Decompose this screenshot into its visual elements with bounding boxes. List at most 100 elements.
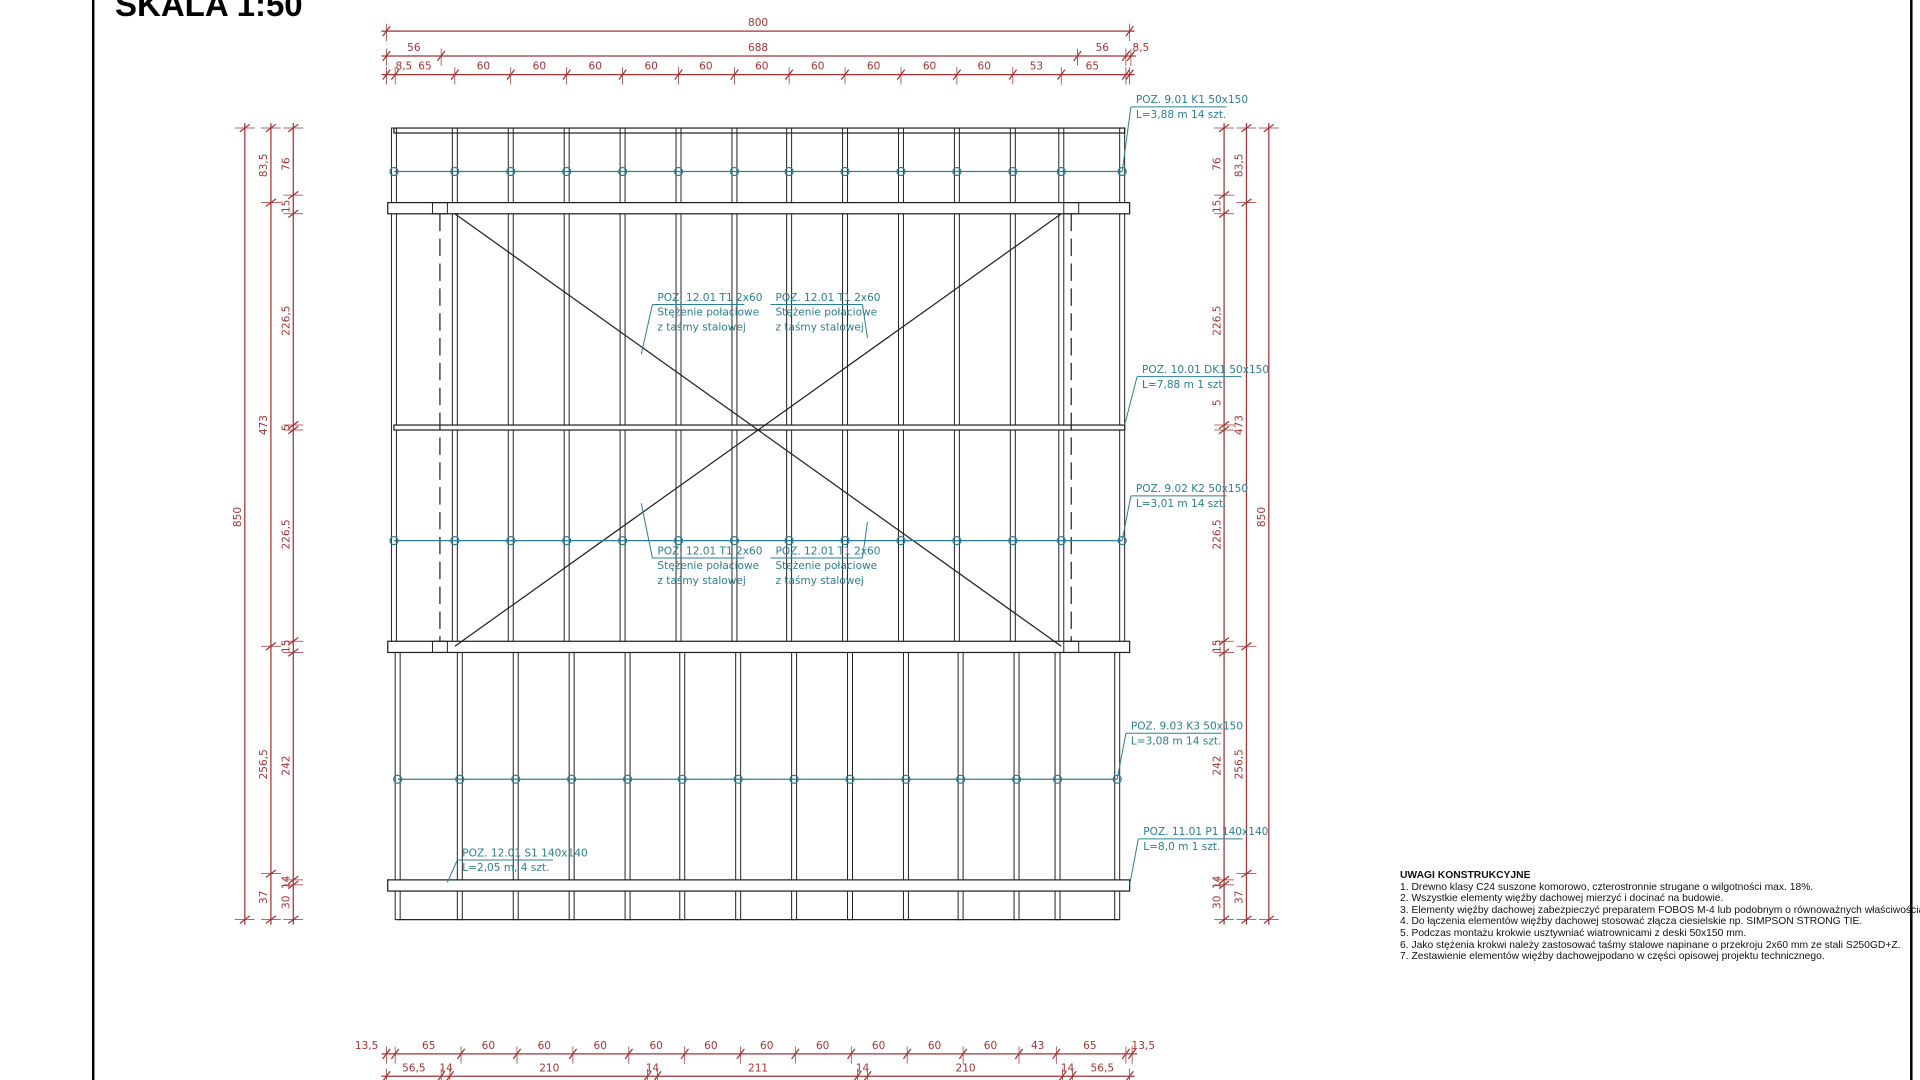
- connection-point: [450, 536, 460, 546]
- connection-point: [1112, 774, 1122, 784]
- connection-point: [567, 774, 577, 784]
- dimension-label: 256,5: [258, 749, 270, 779]
- notes-heading: UWAGI KONSTRUKCYJNE: [1400, 870, 1531, 881]
- dimension-label: 56: [407, 42, 421, 54]
- dimension-label: 60: [589, 61, 603, 73]
- connection-point: [562, 536, 572, 546]
- label-leader: [446, 859, 458, 883]
- beam: [387, 640, 1131, 654]
- beam: [387, 201, 1131, 215]
- dimension-label: 15: [1211, 200, 1223, 213]
- dimension-label: 242: [281, 755, 293, 775]
- dimension-label: 60: [867, 61, 881, 73]
- post: [1063, 640, 1080, 653]
- dimension-label: 14: [1211, 875, 1223, 889]
- dimension-label: 13,5: [355, 1040, 378, 1052]
- connection-point: [1056, 166, 1066, 177]
- scale-title: SKALA 1:50: [115, 0, 303, 23]
- connection-point: [729, 536, 740, 546]
- label-leader: [640, 304, 653, 355]
- dimension-label: 210: [539, 1062, 559, 1074]
- beam: [387, 879, 1131, 892]
- dimension-label: 14: [1061, 1062, 1075, 1074]
- dimension-label: 53: [1030, 61, 1043, 73]
- dimension-label: 76: [1211, 157, 1223, 171]
- connection-point: [622, 774, 633, 784]
- connection-point: [840, 536, 850, 546]
- dimension-label: 60: [923, 61, 937, 73]
- connection-point: [901, 774, 911, 784]
- dimension-label: 76: [281, 157, 293, 171]
- label-leader: [1121, 106, 1132, 172]
- dimension-label: 8,5: [1132, 42, 1149, 54]
- bracing-label-desc: Stężenie połaciowe: [775, 560, 877, 572]
- element-label-title: POZ. 9.03 K3 50x150: [1131, 721, 1243, 733]
- beam: [393, 424, 1126, 431]
- dimension-label: 60: [978, 61, 992, 73]
- connection-point: [784, 536, 794, 546]
- connection-point: [618, 536, 628, 546]
- ridge-board: [393, 127, 1126, 134]
- post: [431, 202, 448, 215]
- dimension-label: 60: [984, 1040, 998, 1052]
- dimension-label: 83,5: [258, 154, 270, 177]
- connection-point: [733, 774, 743, 784]
- steel-bracing: [454, 213, 1062, 647]
- connection-point: [562, 166, 572, 177]
- dimension-label: 56,5: [1091, 1062, 1114, 1074]
- dimension-label: 83,5: [1234, 154, 1246, 177]
- bracing-label-desc: Stężenie połaciowe: [657, 560, 759, 572]
- connection-point: [956, 774, 966, 784]
- dimension-label: 850: [232, 507, 244, 527]
- note-item: 1. Drewno klasy C24 suszone komorowo, cz…: [1400, 881, 1814, 893]
- bracing-label-material: z taśmy stalowej: [657, 575, 745, 587]
- dimension-label: 60: [649, 1040, 663, 1052]
- note-item: 6. Jako stężenia krokwi należy zastosowa…: [1400, 939, 1901, 951]
- dimension-label: 15: [281, 200, 293, 213]
- element-label-title: POZ. 10.01 DK1 50x150: [1142, 364, 1269, 376]
- connection-point: [1117, 536, 1127, 546]
- dimension-label: 13,5: [1132, 1040, 1155, 1052]
- label-leader: [1124, 376, 1138, 426]
- element-label-title: POZ. 12.01 S1 140x140: [462, 847, 588, 859]
- dimension-label: 60: [928, 1040, 942, 1052]
- dimension-label: 60: [533, 61, 547, 73]
- connection-point: [677, 774, 687, 784]
- dimension-label: 14: [646, 1062, 660, 1074]
- dimension-label: 60: [755, 61, 769, 73]
- dimension-label: 65: [422, 1040, 435, 1052]
- dimension-label: 473: [1234, 415, 1246, 435]
- dimension-label: 60: [872, 1040, 886, 1052]
- dimension-label: 56,5: [402, 1062, 425, 1074]
- dimension-label: 211: [748, 1062, 768, 1074]
- connection-point: [1052, 774, 1063, 784]
- dimension-label: 226,5: [281, 306, 293, 336]
- connection-point: [393, 774, 403, 784]
- label-leader: [1129, 838, 1139, 885]
- dimension-label: 5: [1211, 399, 1223, 406]
- dimension-label: 226,5: [281, 519, 293, 549]
- connection-point: [784, 166, 794, 177]
- dimension-label: 60: [816, 1040, 830, 1052]
- dimension-label: 242: [1211, 755, 1223, 775]
- connection-point: [840, 166, 850, 177]
- note-item: 5. Podczas montażu krokwie usztywniać wi…: [1400, 927, 1747, 939]
- connection-point: [389, 166, 399, 177]
- connection-point: [673, 166, 684, 177]
- dimension-label: 56: [1096, 42, 1110, 54]
- bracing-label-desc: Stężenie połaciowe: [657, 307, 759, 319]
- dimension-label: 210: [956, 1062, 976, 1074]
- connection-point: [1008, 166, 1018, 177]
- element-label-length: L=8,0 m 1 szt.: [1143, 841, 1220, 853]
- dimension-label: 688: [748, 42, 768, 54]
- note-item: 3. Elementy więźby dachowej zabezpieczyć…: [1400, 904, 1920, 916]
- element-label-length: L=7,88 m 1 szt.: [1142, 379, 1226, 391]
- connection-point: [450, 166, 460, 177]
- dimension-label: 60: [594, 1040, 608, 1052]
- element-label-length: L=3,08 m 14 szt.: [1131, 735, 1221, 747]
- connection-point: [1056, 536, 1066, 546]
- dimension-label: 30: [1211, 895, 1223, 909]
- connection-point: [952, 536, 962, 546]
